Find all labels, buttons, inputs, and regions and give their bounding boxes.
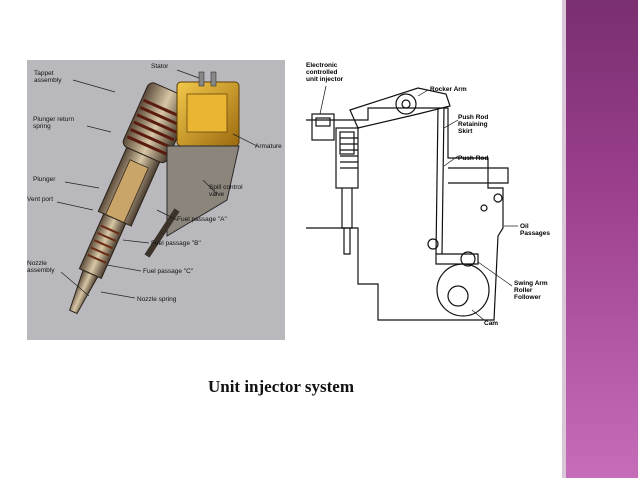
label-push-rod-retaining-skirt: Push Rod Retaining Skirt <box>458 114 489 135</box>
label-stator: Stator <box>151 63 169 70</box>
schematic-drawing <box>306 85 518 321</box>
label-fuel-passage-b: Fuel passage "B" <box>151 240 201 247</box>
label-oil-passages: Oil Passages <box>520 223 550 237</box>
unit-injector-schematic: Electronic controlled unit injector Rock… <box>298 58 560 340</box>
label-push-rod: Push Rod <box>458 155 489 162</box>
decorative-sidebar <box>566 0 638 478</box>
label-rocker-arm: Rocker Arm <box>430 86 467 93</box>
label-cam: Cam <box>484 320 499 327</box>
label-plunger: Plunger <box>33 176 56 183</box>
label-spill-control-valve: Spill control valve <box>209 184 243 198</box>
label-nozzle-assembly: Nozzle assembly <box>27 260 55 274</box>
injector-cutaway-drawing <box>56 69 258 315</box>
label-armature: Armature <box>255 143 282 150</box>
slide-caption: Unit injector system <box>207 377 355 396</box>
sidebar-edge <box>562 0 566 478</box>
label-fuel-passage-c: Fuel passage "C" <box>143 268 194 275</box>
label-plunger-return-spring: Plunger return spring <box>33 116 75 130</box>
label-tappet-assembly: Tappet assembly <box>34 70 62 84</box>
label-fuel-passage-a: Fuel passage "A" <box>177 216 227 223</box>
injector-cutaway-photo: Tappet assembly Stator Plunger return sp… <box>27 60 285 340</box>
label-nozzle-spring: Nozzle spring <box>137 296 177 303</box>
label-vent-port: Vent port <box>27 196 54 203</box>
label-electronic-unit-injector: Electronic controlled unit injector <box>306 62 344 83</box>
label-swing-arm-roller-follower: Swing Arm Roller Follower <box>514 280 548 301</box>
